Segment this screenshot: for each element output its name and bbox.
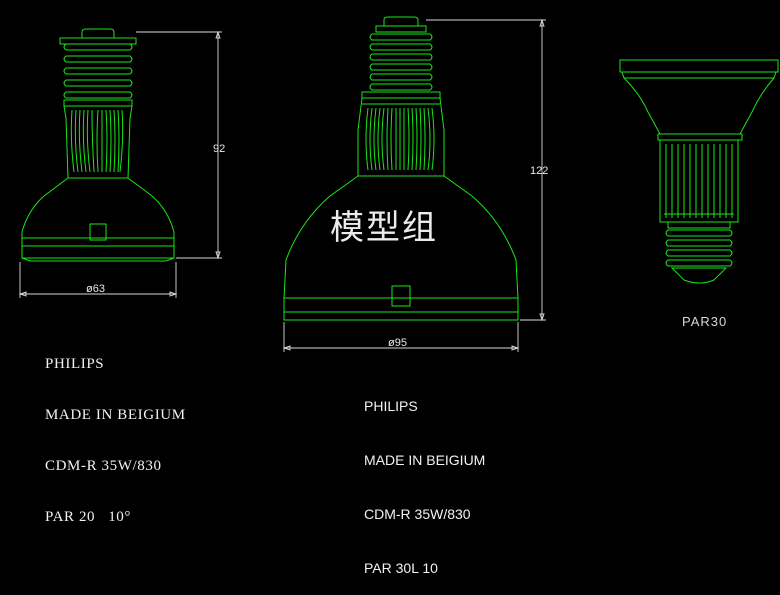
lamp-left-label: PHILIPS MADE IN BEIGIUM CDM-R 35W/830 PA… xyxy=(45,322,186,543)
lamp-center-label-line: PHILIPS xyxy=(364,398,418,414)
lamp-right-drawing xyxy=(619,59,779,284)
lamp-left-label-line: MADE IN BEIGIUM xyxy=(45,407,186,423)
lamp-center-drawing xyxy=(282,16,546,352)
lamp-center-label: PHILIPS MADE IN BEIGIUM CDM-R 35W/830 PA… xyxy=(364,361,485,595)
lamp-center-width-dim: ø95 xyxy=(388,337,407,349)
lamp-center-label-line: PAR 30L 10 xyxy=(364,560,438,576)
lamp-center-height-dim: 122 xyxy=(530,165,548,177)
lamp-left-label-line: PAR 20 10° xyxy=(45,509,132,525)
lamp-center-label-line: MADE IN BEIGIUM xyxy=(364,452,486,468)
lamp-left-label-line: PHILIPS xyxy=(45,356,105,372)
lamp-left-height-dim: 92 xyxy=(213,143,225,155)
watermark-text: 模型组 xyxy=(330,208,438,248)
lamp-center-label-line: CDM-R 35W/830 xyxy=(364,506,471,522)
lamp-right-label: PAR30 xyxy=(682,314,728,329)
cad-drawing-canvas: 92 ø63 122 ø95 xyxy=(18,16,779,352)
lamp-left-width-dim: ø63 xyxy=(86,283,105,295)
lamp-left-label-line: CDM-R 35W/830 xyxy=(45,458,162,474)
lamp-left-drawing xyxy=(18,28,222,298)
